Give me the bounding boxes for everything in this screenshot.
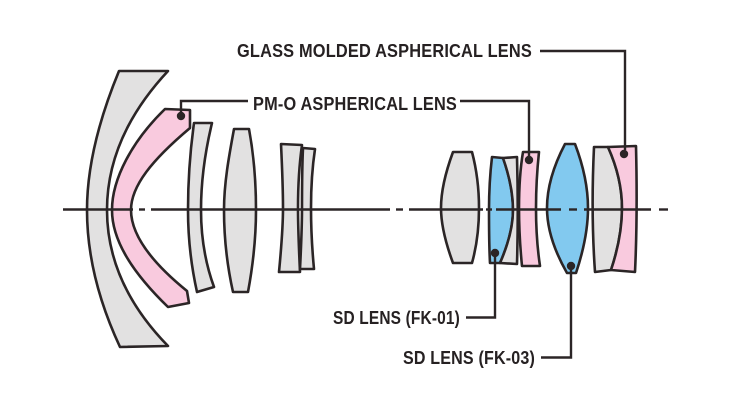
leader-glass-molded xyxy=(540,49,627,150)
lens-element-L5 xyxy=(277,142,304,274)
lens-element-L11-sd-fk03 xyxy=(545,142,590,275)
label-pm-o-aspherical-lens: PM-O ASPHERICAL LENS xyxy=(253,94,457,114)
leader-sd-fk01 xyxy=(466,257,497,319)
leader-dot-sd-fk03 xyxy=(566,261,576,271)
lens-element-L9 xyxy=(498,155,520,266)
lens-element-L2-pm-o-aspherical xyxy=(110,107,192,309)
lens-elements xyxy=(85,69,638,349)
leader-lines xyxy=(176,49,629,359)
leader-sd-fk03 xyxy=(541,270,573,359)
leader-dot-glass-molded xyxy=(619,149,629,159)
leader-dot-sd-fk01 xyxy=(490,248,500,258)
leader-dot-pm-o-left xyxy=(176,111,186,121)
leader-dot-pm-o-right xyxy=(524,155,534,165)
labels: GLASS MOLDED ASPHERICAL LENS PM-O ASPHER… xyxy=(237,41,535,368)
leader-pm-o-right xyxy=(460,99,531,156)
leader-pm-o-left xyxy=(179,99,248,113)
label-sd-lens-fk01: SD LENS (FK-01) xyxy=(333,308,460,328)
lens-element-L3 xyxy=(186,121,216,294)
lens-element-L7 xyxy=(439,150,481,265)
lens-element-L1 xyxy=(85,69,170,349)
label-glass-molded-aspherical-lens: GLASS MOLDED ASPHERICAL LENS xyxy=(237,41,532,61)
label-sd-lens-fk03: SD LENS (FK-03) xyxy=(403,348,535,368)
